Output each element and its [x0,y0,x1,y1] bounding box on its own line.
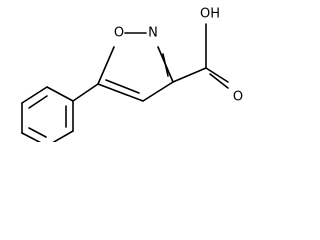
phenyl-bond [21,132,42,142]
phenyl-bond [46,86,74,102]
ring-oxygen-label: O [114,26,124,41]
phenyl-bond [52,130,74,142]
chemical-structure-diagram: O N OH O [21,7,243,142]
carboxylic-acid-group [172,23,229,89]
isoxazole-bond-c4-c5 [97,83,144,102]
ring-nitrogen-label: N [148,26,158,41]
isoxazole-bond-c5-o [97,46,115,85]
isoxazole-ring [97,32,174,102]
phenyl-bond [21,86,48,104]
carboxyl-double-bond [209,73,229,89]
phenyl-isoxazole-link-bond [72,83,99,102]
carbonyl-oxygen-label: O [233,90,243,105]
hydroxyl-label: OH [200,7,220,22]
phenyl-inner-double-bond [28,95,48,109]
isoxazole-bond-c3-c4 [142,81,174,102]
phenyl-ring [21,86,74,142]
carboxyl-double-bond [205,67,229,83]
carboxyl-bond-c3-c [172,67,207,83]
isoxazole-inner-double-bond [162,53,169,77]
isoxazole-inner-double-bond [105,79,140,94]
phenyl-inner-double-bond [28,127,47,138]
